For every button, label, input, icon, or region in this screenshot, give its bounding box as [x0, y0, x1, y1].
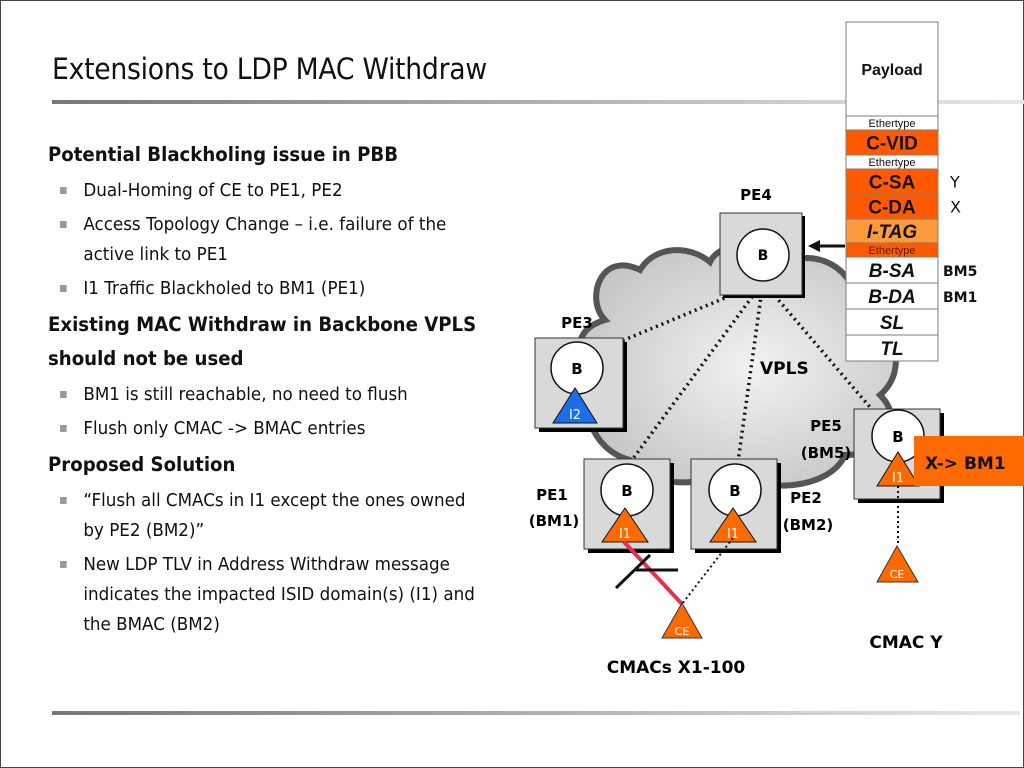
- bullet-item: Flush only CMAC -> BMAC entries: [48, 414, 476, 444]
- frame-field-b-da: B-DA BM1: [845, 282, 977, 310]
- section-heading: Existing MAC Withdraw in Backbone VPLS s…: [48, 313, 477, 370]
- svg-text:B: B: [758, 248, 769, 264]
- title-divider: [52, 100, 1024, 104]
- frame-field-c-da: C-DA X: [845, 193, 961, 220]
- node-pe2: B I1 PE2 (BM2): [690, 458, 834, 553]
- bullet-square-icon: [60, 561, 67, 568]
- frame-field-label: Payload: [861, 62, 922, 79]
- cloud-label: VPLS: [760, 359, 809, 379]
- frame-field-label: Ethertype: [868, 245, 915, 257]
- bullet-item: I1 Traffic Blackholed to BM1 (PE1): [48, 274, 476, 304]
- pe1-label: PE1: [536, 486, 568, 504]
- callout-box: X-> BM1: [914, 436, 1024, 486]
- svg-text:B: B: [729, 482, 740, 500]
- svg-text:CE: CE: [890, 568, 905, 581]
- svg-text:B: B: [571, 360, 582, 378]
- bullet-square-icon: [60, 391, 67, 398]
- link-failure-x-icon: [614, 553, 652, 590]
- bullet-item: Dual-Homing of CE to PE1, PE2: [48, 176, 476, 206]
- frame-field-label: C-VID: [866, 133, 918, 154]
- frame-field-tl: TL: [845, 334, 939, 362]
- bullet-item: Access Topology Change – i.e. failure of…: [48, 210, 476, 270]
- bullet-square-icon: [60, 425, 67, 432]
- bullet-item: “Flush all CMACs in I1 except the ones o…: [48, 486, 476, 546]
- svg-text:I2: I2: [569, 408, 581, 423]
- svg-text:I1: I1: [619, 527, 631, 542]
- ce-left: CE CMACs X1-100: [607, 601, 746, 678]
- bridge-icon: [736, 228, 790, 282]
- frame-field-annotation: X: [950, 198, 961, 217]
- bullet-square-icon: [60, 497, 67, 504]
- frame-field-annotation: BM5: [943, 264, 977, 280]
- frame-field-annotation: Y: [949, 173, 960, 192]
- ce-right: CE CMAC Y: [869, 544, 943, 653]
- link-pe4-pe3: [604, 280, 764, 350]
- frame-field-payload: Payload: [845, 21, 939, 117]
- bullet-item: New LDP TLV in Address Withdraw message …: [48, 550, 476, 640]
- frame-field-ethertype: Ethertype: [845, 242, 939, 258]
- frame-field-c-vid: C-VID: [845, 129, 939, 156]
- link-pe4-pe1: [630, 280, 765, 462]
- failed-link-pe1-ce: [622, 540, 684, 606]
- bullet-square-icon: [60, 285, 67, 292]
- svg-text:CE: CE: [675, 625, 690, 638]
- svg-text:B: B: [621, 482, 632, 500]
- frame-field-b-sa: B-SA BM5: [845, 256, 977, 284]
- svg-text:I1: I1: [892, 471, 904, 486]
- instance-triangle-icon: [709, 507, 757, 543]
- pe1-bmac: (BM1): [529, 512, 580, 530]
- frame-field-label: SL: [880, 313, 904, 334]
- arrow-left-icon: [808, 240, 820, 252]
- frame-field-label: I-TAG: [867, 222, 918, 243]
- frame-field-label: Ethertype: [868, 118, 915, 130]
- bullet-square-icon: [60, 187, 67, 194]
- node-pe4: B PE4: [719, 186, 805, 298]
- ce-triangle-icon: [661, 601, 703, 639]
- pe3-label: PE3: [561, 314, 593, 332]
- ce-left-caption: CMACs X1-100: [607, 658, 746, 678]
- footer-divider: [52, 711, 1020, 715]
- svg-text:I1: I1: [727, 527, 739, 542]
- frame-field-label: TL: [880, 339, 903, 360]
- pe5-bmac: (BM5): [801, 444, 852, 462]
- pe5-label: PE5: [810, 417, 842, 435]
- link-pe4-pe2: [736, 281, 765, 463]
- node-pe3: B I2 PE3: [534, 314, 627, 432]
- section-heading: Potential Blackholing issue in PBB: [48, 143, 399, 166]
- bullet-square-icon: [60, 221, 67, 228]
- instance-triangle-icon: [552, 387, 598, 424]
- frame-field-i-tag: I-TAG: [845, 218, 939, 244]
- pe4-label: PE4: [740, 186, 772, 204]
- ce-right-caption: CMAC Y: [869, 633, 943, 653]
- pe2-bmac: (BM2): [783, 516, 834, 534]
- bullet-content: Potential Blackholing issue in PBB Dual-…: [48, 138, 508, 644]
- frame-field-label: Ethertype: [868, 157, 915, 169]
- frame-field-ethertype: Ethertype: [845, 154, 939, 170]
- bullet-item: BM1 is still reachable, no need to flush: [48, 380, 476, 410]
- frame-field-sl: SL: [845, 308, 939, 336]
- frame-field-label: B-SA: [869, 261, 915, 282]
- frame-field-label: B-DA: [868, 287, 916, 308]
- ce-triangle-icon: [876, 544, 919, 583]
- frame-field-label: C-SA: [869, 172, 916, 193]
- frame-field-ethertype: Ethertype: [845, 115, 939, 131]
- slide-title: Extensions to LDP MAC Withdraw: [52, 52, 487, 86]
- frame-field-c-sa: C-SA Y: [845, 168, 960, 195]
- section-heading: Proposed Solution: [48, 453, 236, 476]
- link-pe2-ce: [681, 537, 734, 605]
- pe2-label: PE2: [790, 489, 822, 507]
- frame-field-label: C-DA: [868, 197, 916, 218]
- svg-text:B: B: [892, 428, 903, 446]
- node-pe1: B I1 PE1 (BM1): [529, 458, 674, 553]
- frame-field-annotation: BM1: [943, 290, 977, 306]
- svg-text:X-> BM1: X-> BM1: [925, 454, 1006, 474]
